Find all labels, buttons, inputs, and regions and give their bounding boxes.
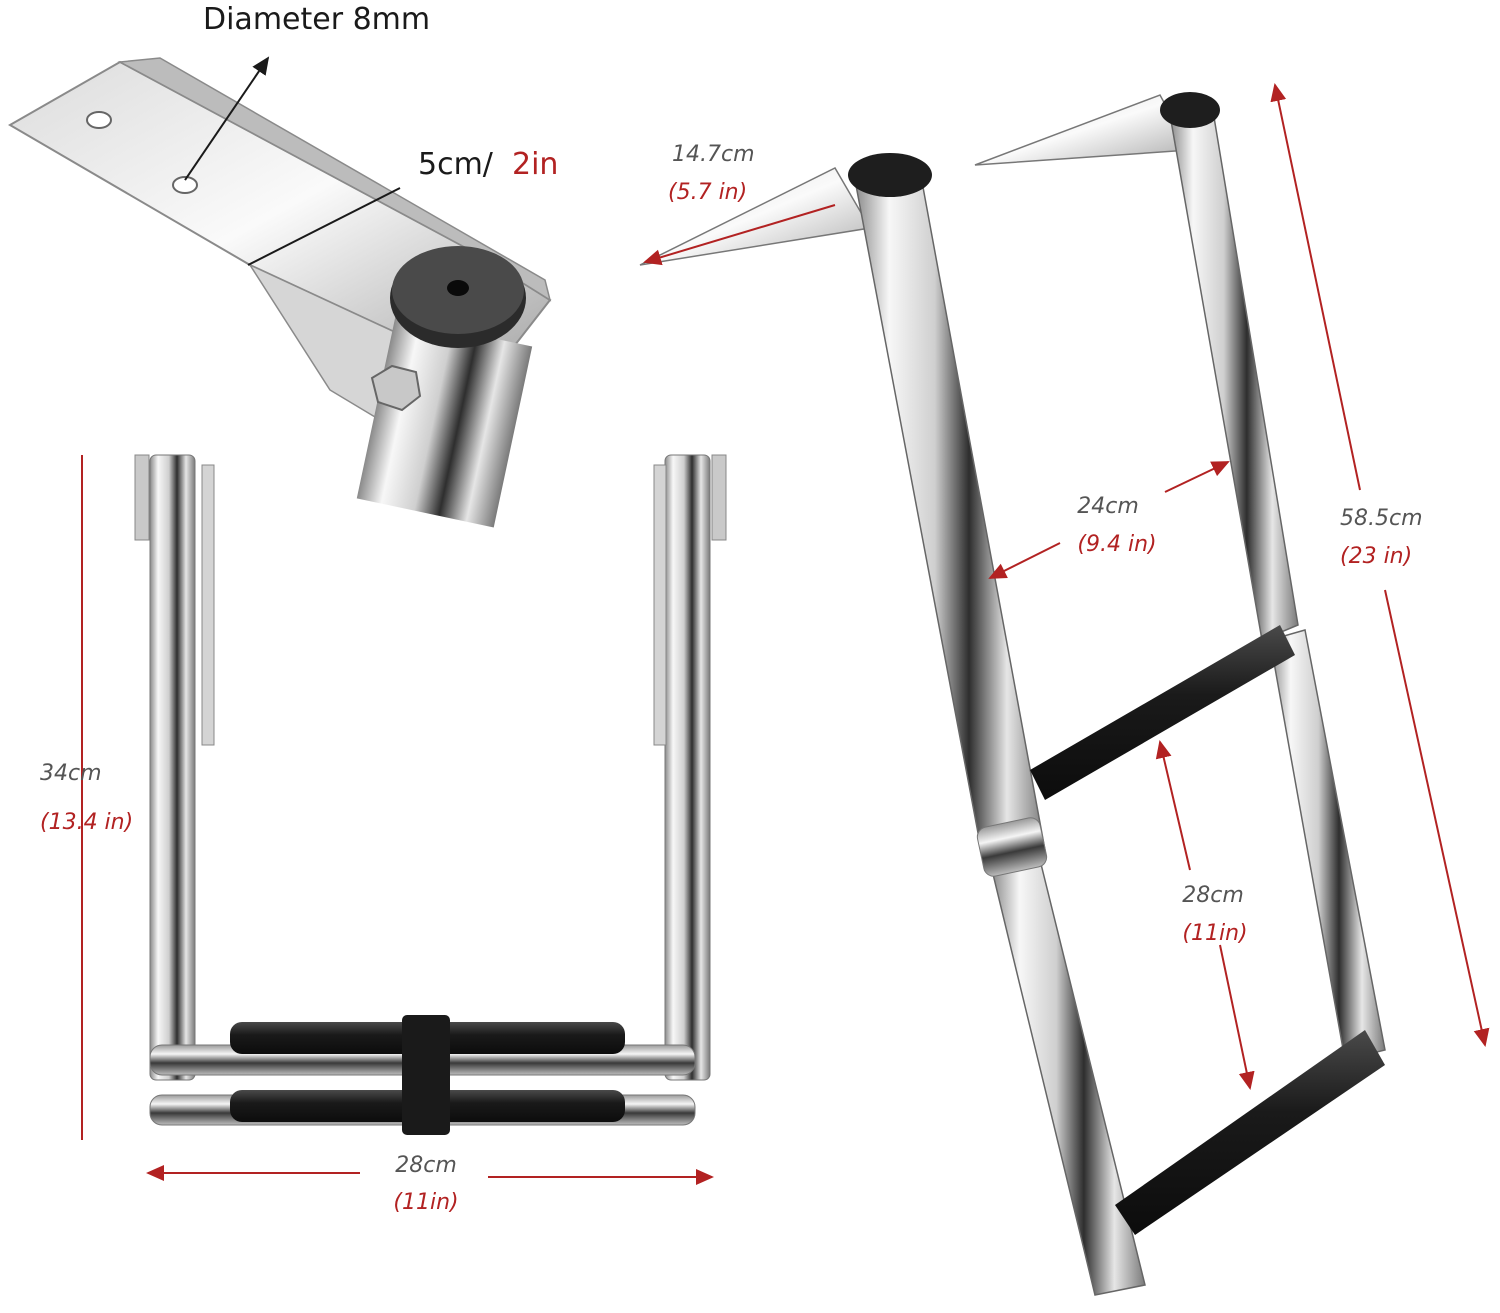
bracket-dimension-line <box>643 204 836 266</box>
step-tread <box>1115 1030 1385 1235</box>
bolt-hole <box>86 111 112 129</box>
rail-lower-right <box>1269 629 1386 1061</box>
ladder-length-cm-label: 58.5cm <box>1340 506 1423 531</box>
side-width-in-label: (9.4 in) <box>1077 532 1157 557</box>
front-height-in-label: (13.4 in) <box>40 810 134 835</box>
length-arrow-down <box>1384 589 1490 1047</box>
bracket-width-in-label: 2in <box>512 147 559 182</box>
step-gap-arrow-up <box>1155 740 1191 871</box>
side-width-cm-label: 24cm <box>1077 494 1139 519</box>
side-view-ladder <box>639 83 1490 1296</box>
bracket-length-cm-label: 14.7cm <box>672 142 755 167</box>
front-width-cm-label: 28cm <box>395 1153 457 1178</box>
ladder-length-in-label: (23 in) <box>1340 544 1413 569</box>
rail-upper-left <box>854 159 1046 871</box>
step-gap-cm-label: 28cm <box>1182 883 1244 908</box>
bracket-width-cm-label: 5cm/ <box>418 147 493 182</box>
width-dimension-line <box>247 187 401 266</box>
tread-clamp <box>402 1015 450 1135</box>
hole-pointer <box>184 56 270 181</box>
width-dimension-arrow-left <box>988 542 1061 579</box>
front-view-ladder <box>81 454 727 1185</box>
front-width-in-label: (11in) <box>393 1190 459 1215</box>
front-height-cm-label: 34cm <box>40 761 102 786</box>
hex-nut <box>370 364 422 412</box>
step-gap-arrow-down <box>1219 944 1255 1090</box>
step-gap-in-label: (11in) <box>1182 921 1248 946</box>
width-dimension-arrow-right <box>1164 461 1230 493</box>
step-tread <box>1030 625 1295 800</box>
length-arrow-up <box>1270 83 1361 491</box>
bracket-length-in-label: (5.7 in) <box>668 180 748 205</box>
hole-diameter-label: Diameter 8mm <box>203 2 431 37</box>
rail-lower-left <box>991 859 1146 1296</box>
hinge-detail <box>8 56 552 528</box>
rail-upper-right <box>1169 104 1299 642</box>
bolt-hole <box>172 176 198 194</box>
